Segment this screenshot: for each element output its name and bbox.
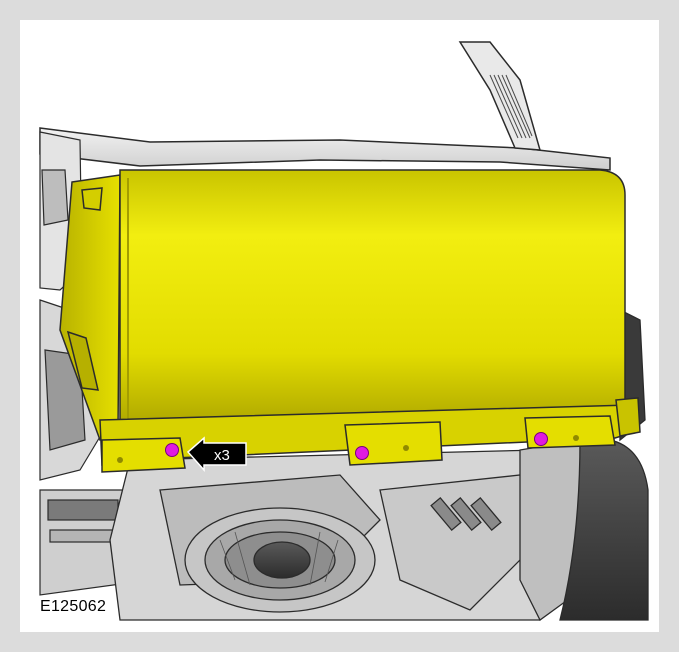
figure-id-label: E125062 bbox=[36, 597, 111, 617]
glovebox-illustration: x3 bbox=[39, 41, 649, 621]
fastener-markers bbox=[165, 432, 548, 460]
blower-assembly bbox=[109, 439, 596, 621]
callout-arrow: x3 bbox=[186, 436, 247, 472]
dashboard-upper bbox=[39, 41, 611, 171]
bolt-marker-left bbox=[165, 443, 179, 457]
bolt-marker-center bbox=[355, 446, 369, 460]
bolt-marker-right bbox=[534, 432, 548, 446]
right-trim bbox=[559, 308, 649, 621]
callout-label: x3 bbox=[214, 447, 230, 464]
glovebox-housing bbox=[59, 169, 641, 473]
